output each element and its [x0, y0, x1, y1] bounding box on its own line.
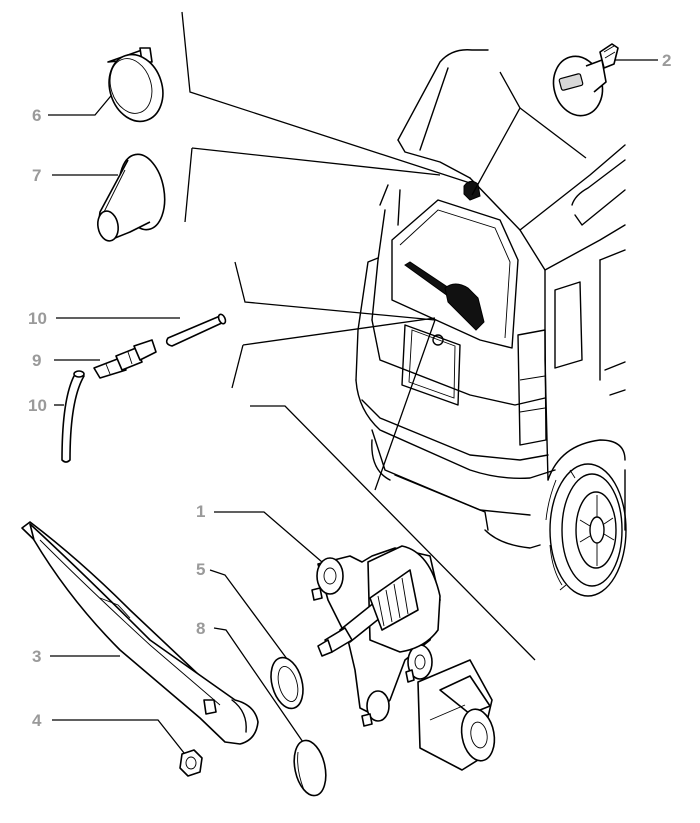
- callout-labels: 1 2 3 4 5 6 7 8 9 10 10: [28, 51, 671, 730]
- callout-10-upper: 10: [28, 309, 47, 328]
- part-2-washer-nozzle: [552, 43, 619, 117]
- callout-1: 1: [196, 502, 205, 521]
- part-4-nut: [179, 749, 203, 777]
- part-3-wiper-arm: [21, 521, 259, 745]
- callout-4: 4: [32, 711, 42, 730]
- callout-6: 6: [32, 106, 41, 125]
- part-8-cover-cap: [293, 739, 327, 797]
- callout-7: 7: [32, 166, 41, 185]
- callout-10-lower: 10: [28, 396, 47, 415]
- part-5-seal-ring: [270, 656, 304, 710]
- vehicle-rear-view: [355, 49, 627, 597]
- part-7-grommet: [97, 153, 166, 242]
- callout-3: 3: [32, 647, 41, 666]
- callout-5: 5: [196, 560, 205, 579]
- callout-2: 2: [662, 51, 671, 70]
- part-10-hose-lower: [61, 370, 85, 463]
- part-9-hose-connector: [93, 339, 157, 379]
- leader-lines: [48, 11, 658, 759]
- part-1-wiper-motor: [311, 545, 496, 771]
- part-10-hose-upper: [165, 313, 227, 347]
- callout-8: 8: [196, 619, 205, 638]
- callout-9: 9: [32, 351, 41, 370]
- part-6-rubber-cap: [107, 47, 164, 123]
